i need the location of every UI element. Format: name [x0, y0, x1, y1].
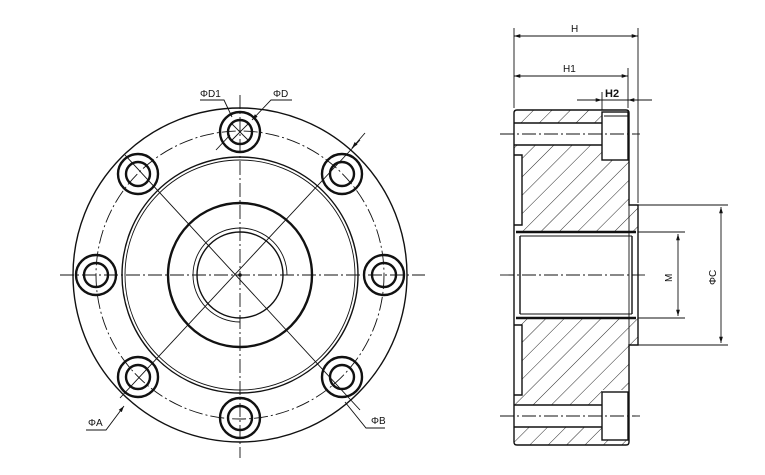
dimension-leader-top-right — [351, 132, 366, 149]
label-m: M — [664, 274, 675, 282]
counterbore-top — [601, 111, 629, 161]
section-outline — [513, 109, 639, 446]
dimension-d1: ΦD1 — [200, 89, 233, 151]
bolt-hole-top-left — [116, 152, 160, 196]
bolt-holes — [74, 110, 406, 440]
label-c: ΦC — [708, 270, 719, 285]
inner-ring-circle-inner — [124, 159, 356, 391]
diagonal-line-2 — [119, 139, 361, 399]
inner-ring-circle-outer — [121, 156, 359, 394]
label-a: ΦA — [88, 418, 103, 429]
bolt-pitch-circle — [95, 130, 385, 420]
diagonal-line-1 — [124, 154, 361, 411]
section-view — [500, 109, 645, 446]
center-point — [238, 273, 242, 277]
label-h: H — [571, 24, 578, 35]
label-h2: H2 — [605, 88, 619, 100]
hub-circle — [166, 201, 314, 349]
bore-circle — [196, 231, 284, 319]
bolt-hole-bottom-left — [116, 355, 160, 399]
label-b: ΦB — [371, 416, 386, 427]
bolt-hole-top-right — [320, 152, 364, 196]
label-h1: H1 — [563, 64, 576, 75]
bolt-hole-bottom-right — [320, 355, 364, 399]
front-view: ΦD1 ΦD ΦA ΦB — [60, 89, 425, 458]
label-d1: ΦD1 — [200, 89, 221, 100]
outer-flange-circle — [72, 107, 408, 443]
bolt-hole-left — [74, 253, 118, 297]
section-hatch-body — [514, 110, 638, 445]
section-dimensions: H H1 H2 M ΦC — [513, 24, 728, 346]
bolt-hole-right — [362, 253, 406, 297]
label-d: ΦD — [273, 89, 288, 100]
dimension-d: ΦD — [251, 89, 292, 121]
dimension-b: ΦB — [344, 401, 386, 429]
dimension-a: ΦA — [86, 405, 125, 431]
thread-arc — [192, 227, 288, 323]
bolt-hole-top — [218, 110, 262, 154]
bolt-hole-bottom — [218, 396, 262, 440]
